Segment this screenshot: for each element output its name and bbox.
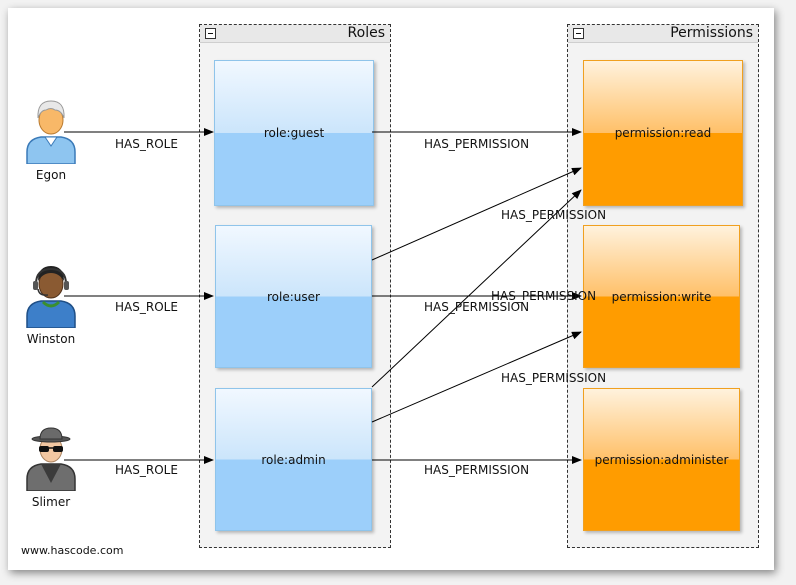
edge-label-has-permission: HAS_PERMISSION bbox=[424, 463, 530, 477]
actor-name: Egon bbox=[35, 168, 67, 182]
role-node-admin[interactable]: role:admin bbox=[215, 388, 372, 531]
edge-label-has-role: HAS_ROLE bbox=[115, 300, 178, 314]
edge-label-has-permission: HAS_PERMISSION bbox=[501, 371, 607, 385]
actor-name: Winston bbox=[26, 332, 76, 346]
permission-node-administer[interactable]: permission:administer bbox=[583, 388, 740, 531]
edge-label-has-permission: HAS_PERMISSION bbox=[424, 300, 530, 314]
permission-label: permission:write bbox=[611, 289, 712, 304]
collapse-icon[interactable] bbox=[205, 28, 216, 39]
footer-credit: www.hascode.com bbox=[21, 544, 124, 557]
permission-label: permission:read bbox=[614, 126, 712, 140]
edge-label-has-role: HAS_ROLE bbox=[115, 463, 178, 477]
edge-label-has-permission: HAS_PERMISSION bbox=[491, 289, 597, 303]
permission-label: permission:administer bbox=[594, 452, 729, 467]
edge-admin-read bbox=[371, 189, 582, 388]
role-label: role:user bbox=[267, 289, 320, 304]
role-label: role:admin bbox=[261, 452, 326, 467]
permissions-group-header: Permissions bbox=[568, 25, 758, 43]
roles-group-header: Roles bbox=[200, 25, 390, 43]
role-label: role:guest bbox=[263, 126, 325, 140]
actor-slimer[interactable]: Slimer bbox=[16, 425, 86, 509]
edge-user-read bbox=[371, 167, 582, 261]
actor-name: Slimer bbox=[31, 495, 71, 509]
permission-node-read[interactable]: permission:read bbox=[583, 60, 743, 206]
collapse-icon[interactable] bbox=[573, 28, 584, 39]
actor-winston[interactable]: Winston bbox=[16, 262, 86, 346]
role-node-user[interactable]: role:user bbox=[215, 225, 372, 368]
edge-label-has-permission: HAS_PERMISSION bbox=[424, 137, 530, 151]
person-gray-hair-icon bbox=[26, 100, 76, 164]
permissions-group-title: Permissions bbox=[670, 25, 753, 41]
edge-label-has-role: HAS_ROLE bbox=[115, 137, 178, 151]
role-node-guest[interactable]: role:guest bbox=[214, 60, 374, 206]
permission-node-write[interactable]: permission:write bbox=[583, 225, 740, 368]
person-headset-icon bbox=[26, 266, 76, 328]
roles-group-title: Roles bbox=[347, 25, 385, 41]
person-spy-icon bbox=[26, 427, 76, 491]
actor-egon[interactable]: Egon bbox=[16, 98, 86, 182]
edge-admin-write bbox=[371, 331, 582, 423]
edge-label-has-permission: HAS_PERMISSION bbox=[501, 208, 607, 222]
